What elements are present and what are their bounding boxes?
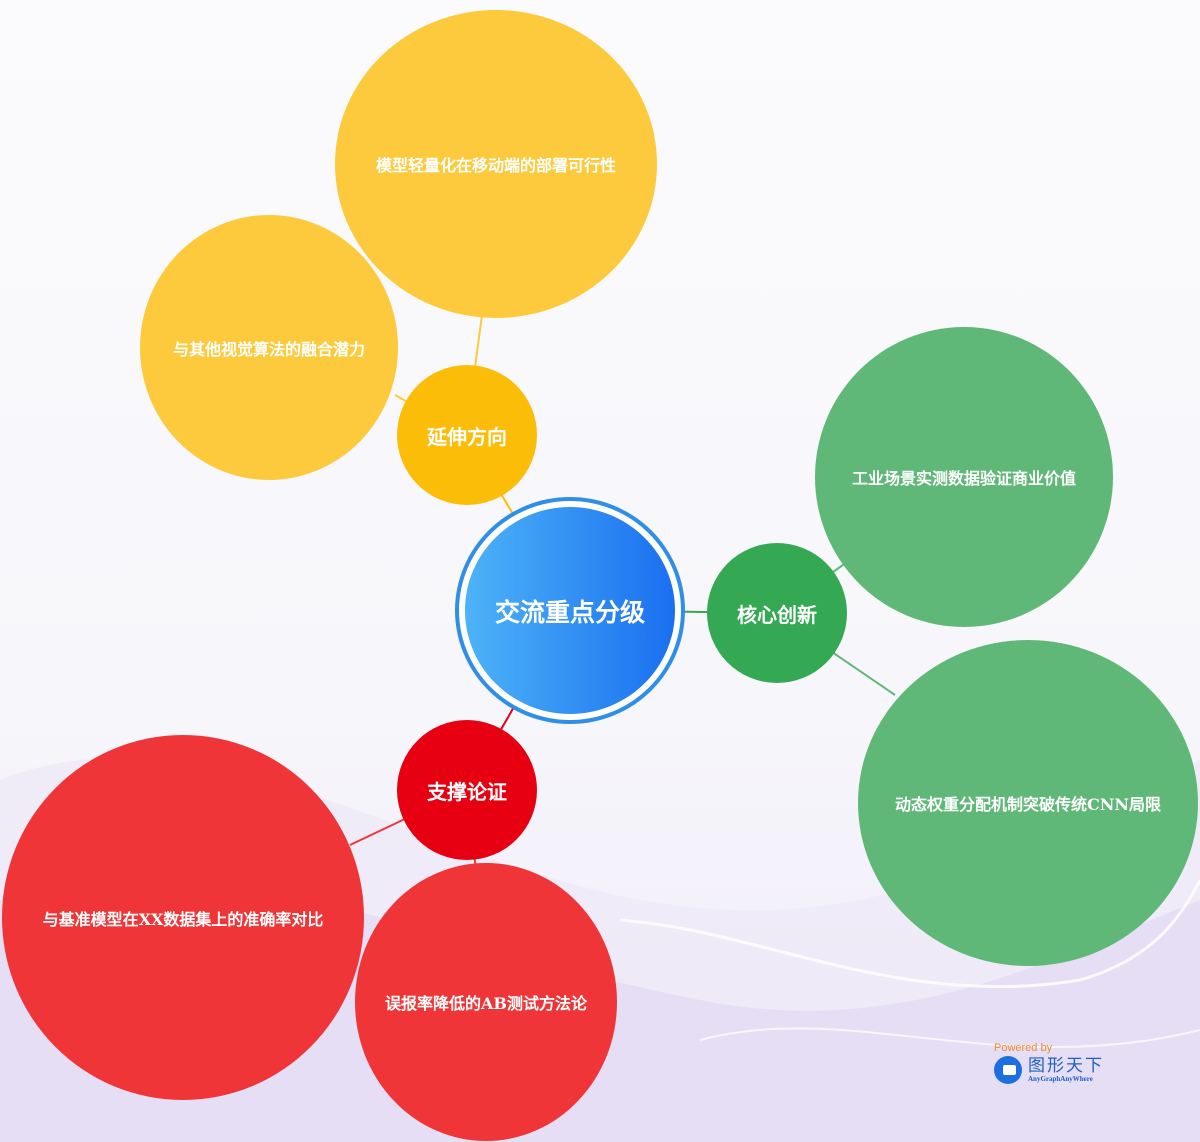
leaf-label: 与基准模型在XX数据集上的准确率对比 [42,909,324,929]
leaf-label: 工业场景实测数据验证商业价值 [851,469,1076,488]
leaf-label: 与其他视觉算法的融合潜力 [172,339,365,359]
leaf-node-algorithm-fusion[interactable]: 与其他视觉算法的融合潜力 [140,215,398,480]
leaf-node-ab-testing[interactable]: 误报率降低的AB测试方法论 [355,863,617,1141]
branch-node-extension[interactable]: 延伸方向 [397,365,537,505]
branch-node-supporting-evidence[interactable]: 支撑论证 [397,720,537,860]
brand-name-en: AnyGraphAnyWhere [1028,1075,1093,1083]
center-node[interactable]: 交流重点分级 [465,507,675,714]
branch-label: 核心创新 [737,602,817,627]
brand-g-icon [994,1056,1022,1084]
leaf-node-accuracy-comparison[interactable]: 与基准模型在XX数据集上的准确率对比 [2,735,364,1100]
powered-by-text: Powered by [994,1042,1053,1054]
leaf-node-industrial-validation[interactable]: 工业场景实测数据验证商业价值 [815,327,1113,627]
branch-label: 延伸方向 [427,424,507,449]
leaf-node-mobile-deployment[interactable]: 模型轻量化在移动端的部署可行性 [335,10,657,318]
leaf-label: 误报率降低的AB测试方法论 [385,994,587,1013]
leaf-node-dynamic-weights[interactable]: 动态权重分配机制突破传统CNN局限 [858,640,1198,966]
leaf-label: 动态权重分配机制突破传统CNN局限 [895,795,1161,814]
brand-name-cn: 图形天下 [1028,1056,1104,1076]
branch-label: 支撑论证 [427,779,507,804]
center-label: 交流重点分级 [494,597,645,627]
branch-node-core-innovation[interactable]: 核心创新 [707,543,847,683]
watermark-logo: Powered by 图形天下 AnyGraphAnyWhere [994,1042,1104,1084]
leaf-label: 模型轻量化在移动端的部署可行性 [375,156,616,175]
